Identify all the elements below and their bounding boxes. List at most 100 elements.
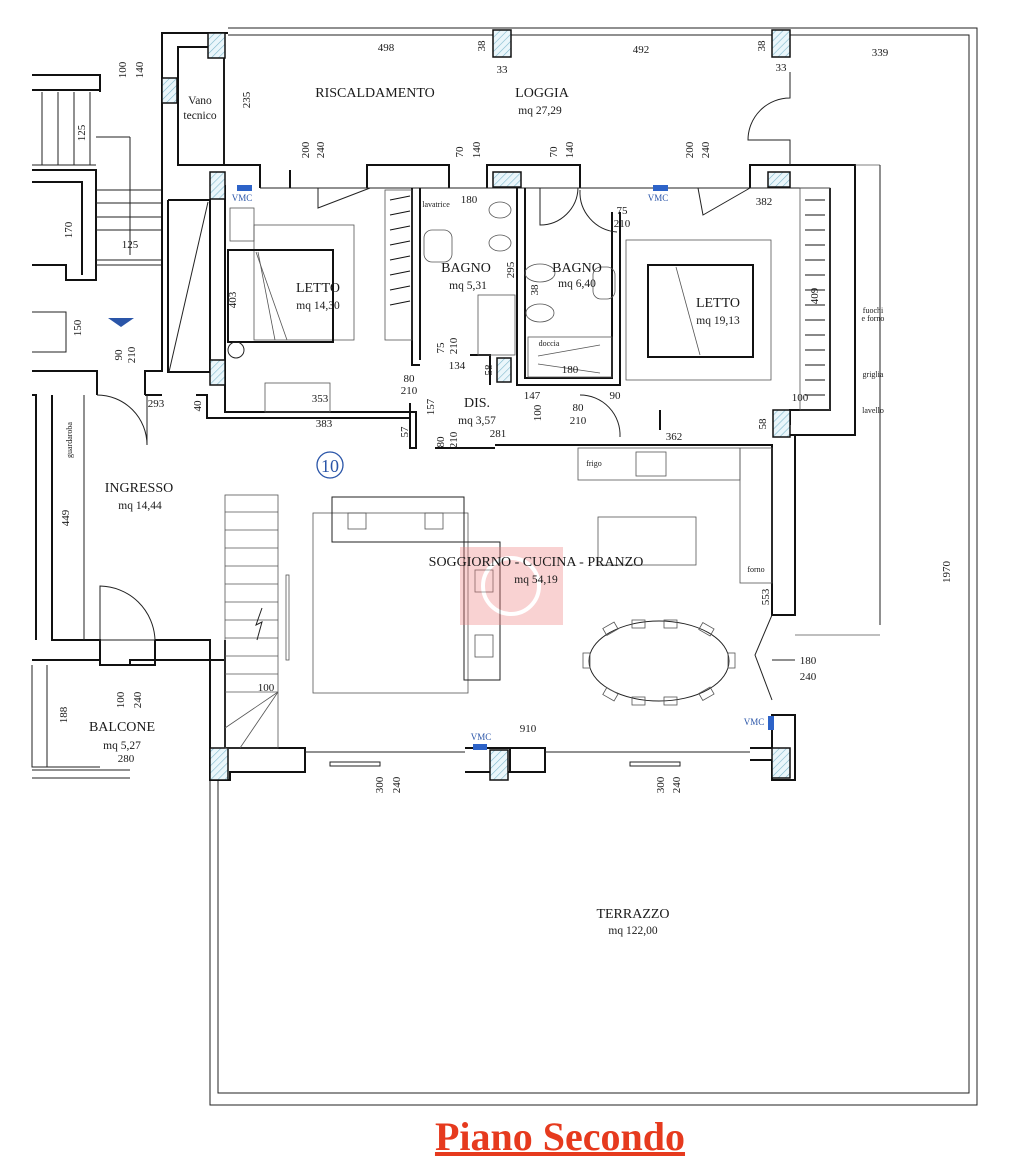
dimension-label: 240: [391, 776, 403, 793]
vmc-label: VMC: [232, 193, 253, 203]
dimension-label: 449: [60, 509, 72, 526]
dimension-label: 58: [483, 364, 495, 376]
room-label-riscaldamento: RISCALDAMENTO: [315, 86, 435, 101]
fixture-label-lavatrice: lavatrice: [422, 200, 450, 209]
dimension-label: 910: [520, 723, 537, 735]
room-label-letto2-area: mq 19,13: [696, 315, 740, 327]
dimension-label: 100: [115, 691, 127, 708]
dimension-label: 100: [532, 404, 544, 421]
dimension-label: 240: [700, 141, 712, 158]
room-label-letto1-area: mq 14,30: [296, 300, 340, 312]
dimension-label: 498: [378, 42, 395, 54]
dimension-label: 403: [227, 291, 239, 308]
dimension-label: 150: [72, 319, 84, 336]
fixture-label-fuochi-2: e forno: [862, 314, 885, 323]
dimension-label: 40: [192, 400, 204, 412]
dimension-label: 80: [435, 436, 447, 448]
room-label-vano-2: tecnico: [183, 110, 216, 122]
dimension-label: 339: [872, 47, 889, 59]
dimension-label: 140: [471, 141, 483, 158]
vmc-units: [237, 185, 774, 750]
vmc-icon: [768, 716, 774, 730]
dimension-label: 210: [570, 415, 587, 427]
dimension-label: 492: [633, 44, 650, 56]
dimension-label: 382: [756, 196, 773, 208]
room-label-bagno1-area: mq 5,31: [449, 280, 487, 292]
dimension-label: 240: [132, 691, 144, 708]
dimension-label: 240: [315, 141, 327, 158]
dimension-label: 1970: [941, 561, 953, 584]
dimension-label: 200: [684, 141, 696, 158]
vmc-icon: [237, 185, 252, 191]
dimension-label: 180: [800, 655, 817, 667]
dimension-label: 300: [655, 776, 667, 793]
dimension-label: 240: [800, 671, 817, 683]
vmc-icon: [653, 185, 668, 191]
room-label-loggia: LOGGIA: [515, 86, 570, 101]
room-label-terrazzo: TERRAZZO: [596, 907, 669, 922]
dimension-label: 80: [573, 402, 585, 414]
fixture-label-lavello: lavello: [862, 406, 884, 415]
dimension-label: 38: [529, 284, 541, 296]
vmc-label: VMC: [744, 717, 765, 727]
dimension-label: 383: [316, 418, 333, 430]
watermark-logo: [460, 547, 563, 625]
room-label-bagno2: BAGNO: [552, 261, 602, 276]
dimension-label: 134: [449, 360, 466, 372]
room-label-ingresso: INGRESSO: [105, 481, 173, 496]
room-label-dis-area: mq 3,57: [458, 415, 496, 427]
dimension-label: 100: [258, 682, 275, 694]
dimension-label: 188: [58, 706, 70, 723]
room-label-soggiorno: SOGGIORNO - CUCINA - PRANZO: [429, 555, 644, 570]
dimension-label: 240: [671, 776, 683, 793]
dimension-label: 70: [548, 146, 560, 158]
vmc-icon: [473, 744, 487, 750]
unit-number: 10: [321, 456, 339, 476]
dimension-label: 280: [118, 753, 135, 765]
dimension-label: 300: [374, 776, 386, 793]
room-label-bagno2-area: mq 6,40: [558, 278, 596, 290]
furniture: [224, 187, 831, 749]
dimension-label: 140: [134, 61, 146, 78]
dimension-label: 210: [448, 431, 460, 448]
dimension-label: 57: [399, 426, 411, 438]
room-label-vano-1: Vano: [188, 95, 212, 107]
dimension-label: 90: [113, 349, 125, 361]
dimension-label: 70: [454, 146, 466, 158]
dimension-label: 38: [756, 40, 768, 52]
dimension-label: 33: [776, 62, 788, 74]
room-label-dis: DIS.: [464, 396, 490, 411]
room-label-balcone-area: mq 5,27: [103, 740, 141, 752]
dimension-label: 75: [617, 205, 629, 217]
dimension-label: 58: [757, 418, 769, 430]
dimension-label: 235: [241, 91, 253, 108]
room-label-letto1: LETTO: [296, 281, 340, 296]
vmc-label: VMC: [471, 732, 492, 742]
common-stairwell: [32, 32, 228, 640]
dimension-label: 147: [524, 390, 541, 402]
dimension-label: 33: [497, 64, 509, 76]
terrace-boundary: [209, 27, 978, 1106]
dimension-label: 210: [448, 337, 460, 354]
dimension-label: 553: [760, 588, 772, 605]
page-title: Piano Secondo: [435, 1114, 685, 1159]
dimension-label: 210: [401, 385, 418, 397]
fixture-label-fuochi-1: fuochi: [863, 306, 884, 315]
dimension-label: 75: [435, 342, 447, 354]
dimension-label: 100: [792, 392, 809, 404]
dimension-label: 38: [476, 40, 488, 52]
room-label-bagno1: BAGNO: [441, 261, 491, 276]
room-label-letto2: LETTO: [696, 296, 740, 311]
dimension-label: 295: [505, 261, 517, 278]
dimension-label: 180: [461, 194, 478, 206]
dimension-label: 125: [76, 124, 88, 141]
dimension-label: 210: [126, 346, 138, 363]
dimension-label: 170: [63, 221, 75, 238]
fixture-label-griglia: griglia: [863, 370, 884, 379]
fixture-label-frigo: frigo: [586, 459, 602, 468]
room-label-ingresso-area: mq 14,44: [118, 500, 162, 512]
dimension-label: 100: [117, 61, 129, 78]
vmc-label: VMC: [648, 193, 669, 203]
dimension-label: 80: [404, 373, 416, 385]
dimension-label: 281: [490, 428, 507, 440]
